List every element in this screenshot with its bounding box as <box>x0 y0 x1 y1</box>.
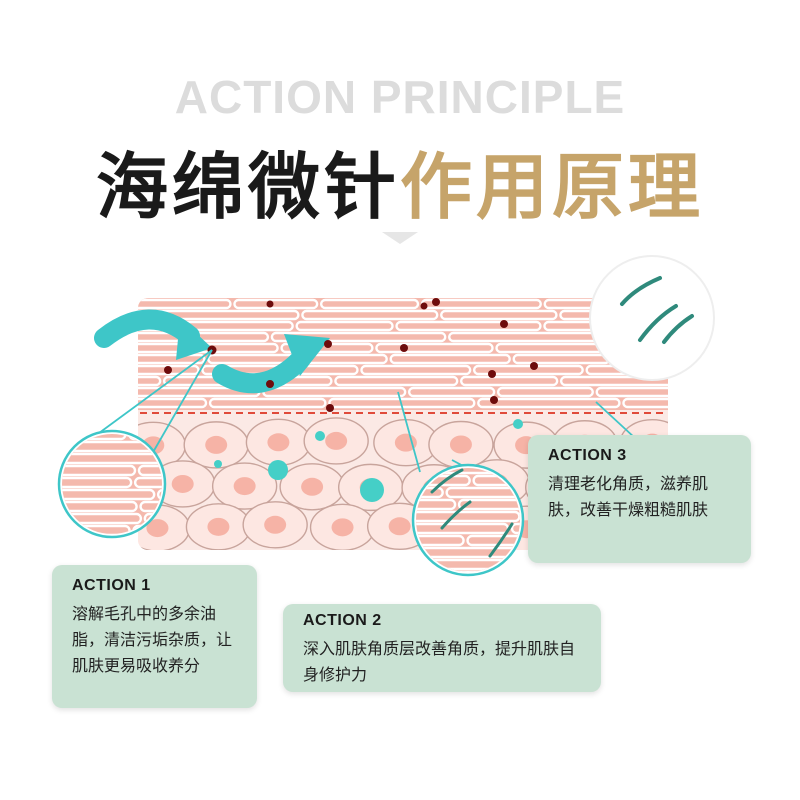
teal-arrow-right <box>212 334 330 394</box>
action-3-card: ACTION 3 清理老化角质，滋养肌肤，改善干燥粗糙肌肤 <box>528 435 751 563</box>
action-3-label: ACTION 3 <box>548 447 627 464</box>
action-1-label: ACTION 1 <box>72 577 151 594</box>
page-title: 海绵微针作用原理 <box>0 128 800 233</box>
teal-arrow-left <box>94 309 212 360</box>
action-3-text: 清理老化角质，滋养肌肤，改善干燥粗糙肌肤 <box>548 474 709 519</box>
action-1-text: 溶解毛孔中的多余油脂，清洁污垢杂质，让肌肤更易吸收养分 <box>72 604 233 675</box>
action-2-text: 深入肌肤角质层改善角质，提升肌肤自身修护力 <box>303 639 576 684</box>
magnifier-left <box>57 429 167 539</box>
magnifier-right <box>411 463 525 577</box>
microneedle-circle <box>589 255 715 381</box>
action-1-card: ACTION 1 溶解毛孔中的多余油脂，清洁污垢杂质，让肌肤更易吸收养分 <box>52 565 257 708</box>
action-2-label: ACTION 2 <box>303 612 382 629</box>
teal-droplets <box>214 419 523 502</box>
title-dark-part: 海绵微针 <box>95 145 400 229</box>
action-2-card: ACTION 2 深入肌肤角质层改善角质，提升肌肤自身修护力 <box>283 604 601 692</box>
chevron-down-icon <box>382 232 418 244</box>
title-gold-part: 作用原理 <box>400 145 705 229</box>
subtitle-action-principle: ACTION PRINCIPLE <box>174 71 626 123</box>
